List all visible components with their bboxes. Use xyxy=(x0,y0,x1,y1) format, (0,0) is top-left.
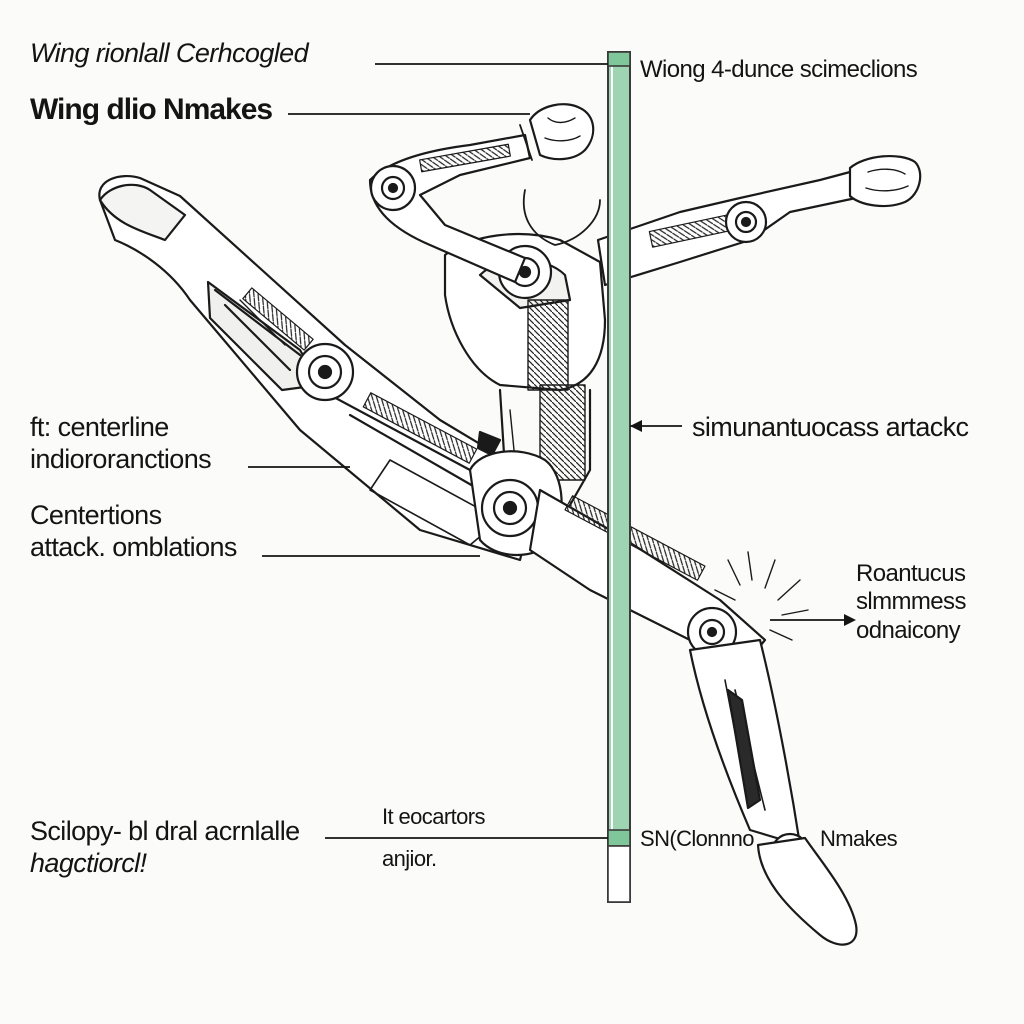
label-bottom-right-a: SN(Clonnno xyxy=(640,826,754,851)
label-bottom-left: Scilopy- bl dral acrnlalle hagctiorcl! xyxy=(30,816,300,878)
left-knee-joint xyxy=(295,342,355,402)
label-right-mid: simunantuocass artackc xyxy=(692,412,969,442)
impact-burst xyxy=(714,551,809,641)
label-top-left-bold: Wing dlio Nmakes xyxy=(30,93,273,126)
label-top-right: Wiong 4-dunce scimeclions xyxy=(640,56,918,83)
arrow-heads xyxy=(630,420,856,626)
raised-arm-drawing xyxy=(368,103,595,284)
torso-drawing xyxy=(443,189,607,507)
leader-lines xyxy=(248,63,850,839)
label-left-mid: ft: centerline indiororanctions xyxy=(30,412,212,474)
label-bottom-center: It eocartors anjior. xyxy=(382,804,485,871)
centerline-rod xyxy=(607,51,631,903)
label-right-low: Roantucus slmmmess odnaicony xyxy=(856,560,966,644)
label-left-low: Centertions attack. omblations xyxy=(30,500,237,562)
label-bottom-right-b: Nmakes xyxy=(820,826,898,851)
extended-arm-drawing xyxy=(596,155,922,287)
label-top-left: Wing rionlall Cerhcogled xyxy=(30,38,309,68)
right-leg-drawing xyxy=(528,488,858,946)
